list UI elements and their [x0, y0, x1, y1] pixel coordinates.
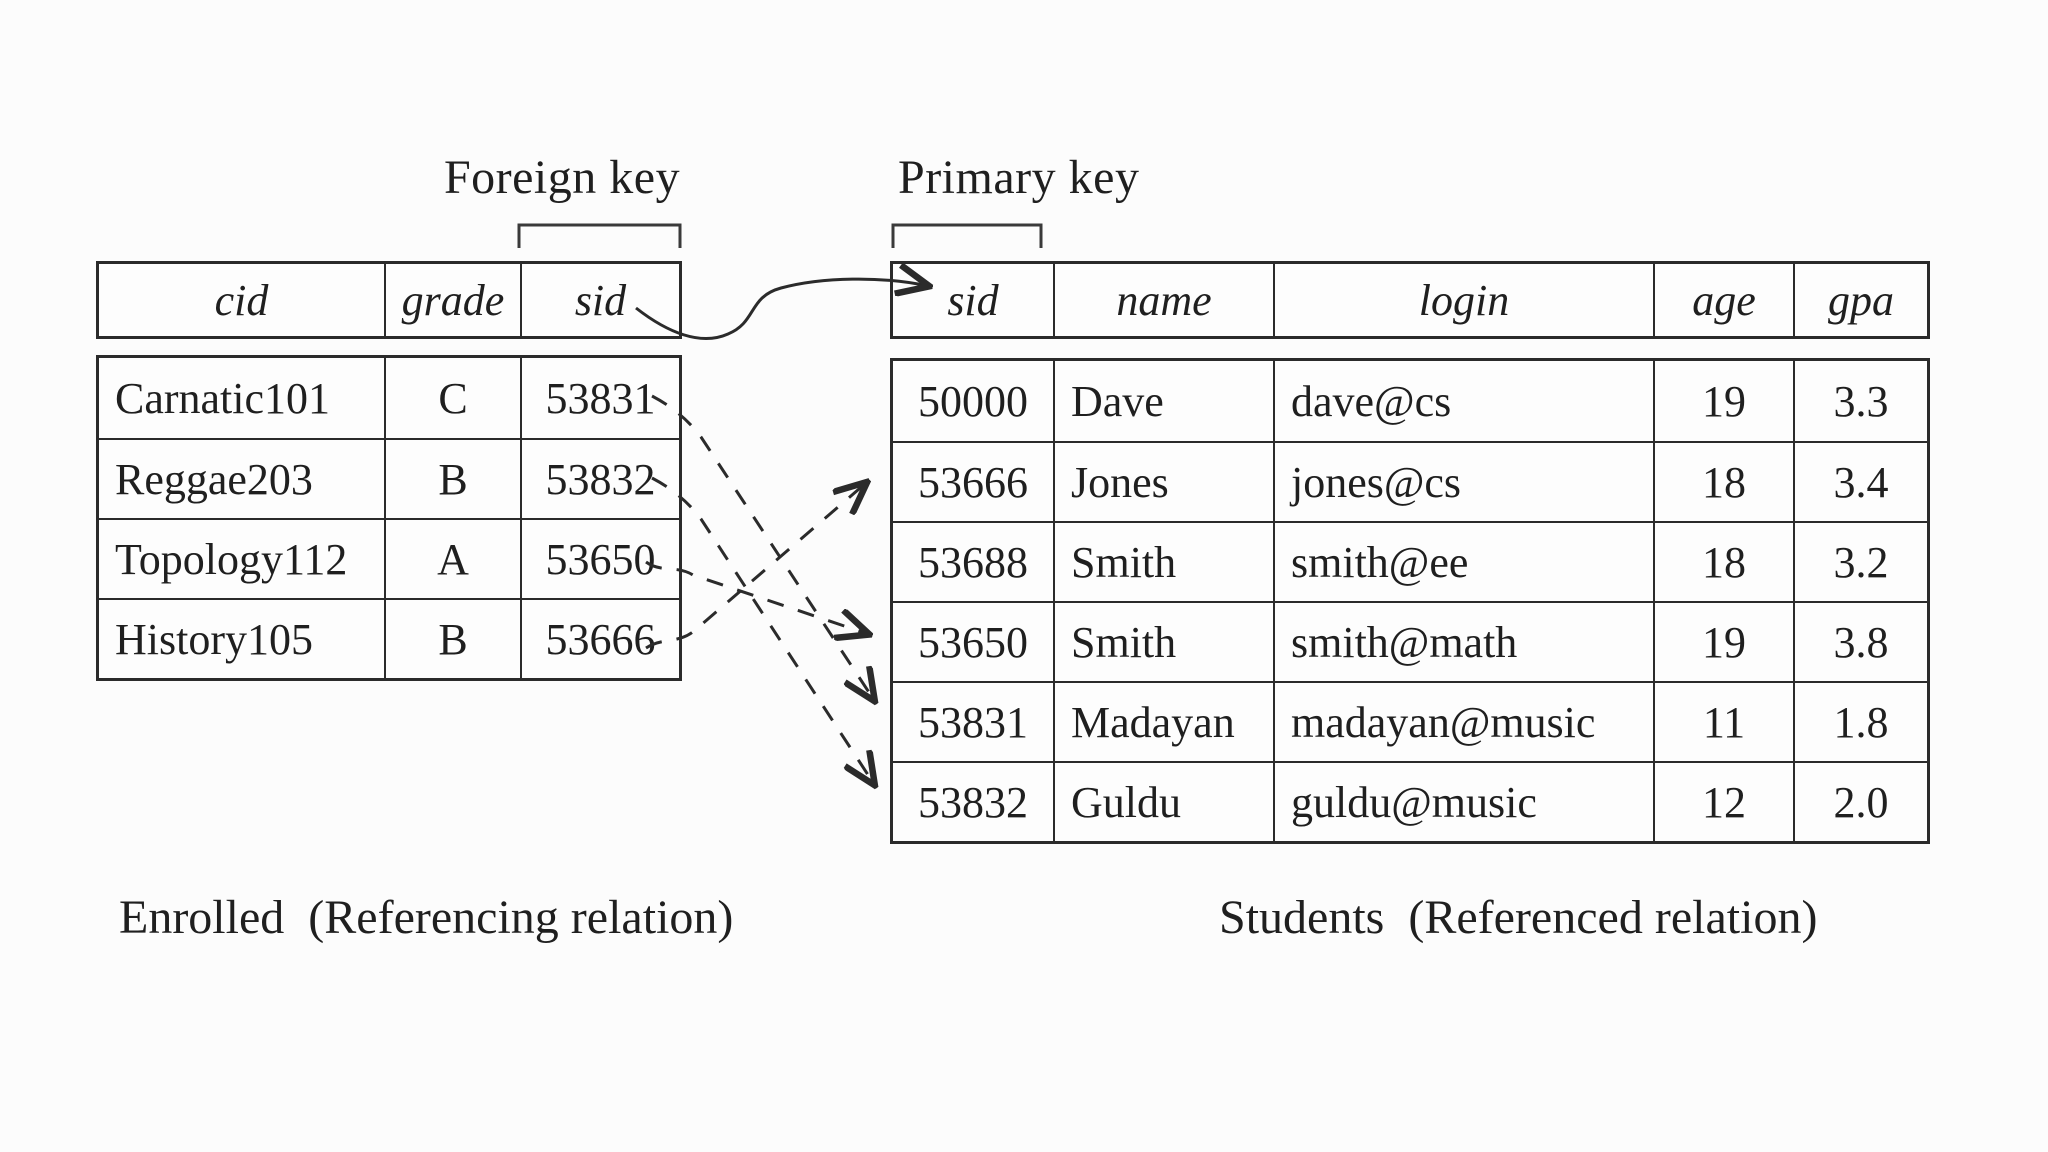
students-cell-name: Dave	[1053, 361, 1273, 441]
students-col-login: login	[1273, 264, 1653, 336]
students-cell-sid: 53688	[893, 521, 1053, 601]
enrolled-cell-sid: 53832	[520, 438, 679, 518]
students-cell-age: 18	[1653, 521, 1793, 601]
enrolled-cell-cid: History105	[99, 598, 384, 678]
enrolled-table-body: Carnatic101 C 53831 Reggae203 B 53832 To…	[96, 355, 682, 681]
students-cell-login: jones@cs	[1273, 441, 1653, 521]
enrolled-cell-sid: 53650	[520, 518, 679, 598]
enrolled-cell-grade: C	[384, 358, 520, 438]
dashed-arrow-53831	[651, 394, 874, 700]
students-cell-login: guldu@music	[1273, 761, 1653, 841]
students-cell-name: Smith	[1053, 601, 1273, 681]
enrolled-cell-sid: 53831	[520, 358, 679, 438]
students-cell-name: Smith	[1053, 521, 1273, 601]
students-cell-gpa: 2.0	[1793, 761, 1927, 841]
students-cell-sid: 53832	[893, 761, 1053, 841]
students-cell-login: smith@ee	[1273, 521, 1653, 601]
students-cell-age: 19	[1653, 601, 1793, 681]
enrolled-cell-cid: Topology112	[99, 518, 384, 598]
students-cell-age: 12	[1653, 761, 1793, 841]
students-col-age: age	[1653, 264, 1793, 336]
students-cell-name: Guldu	[1053, 761, 1273, 841]
enrolled-col-grade: grade	[384, 264, 520, 336]
enrolled-col-cid: cid	[214, 275, 269, 325]
enrolled-cell-cid: Carnatic101	[115, 373, 331, 423]
students-cell-login: smith@math	[1273, 601, 1653, 681]
students-cell-age: 19	[1653, 361, 1793, 441]
dashed-arrow-53832	[651, 476, 874, 784]
students-cell-gpa: 3.8	[1793, 601, 1927, 681]
primary-key-bracket	[891, 223, 1043, 248]
enrolled-cell-grade: A	[384, 518, 520, 598]
students-col-gpa: gpa	[1793, 264, 1927, 336]
students-cell-age: 11	[1653, 681, 1793, 761]
students-caption: Students (Referenced relation)	[1219, 891, 1818, 944]
students-cell-sid: 53650	[893, 601, 1053, 681]
enrolled-col-sid: sid	[520, 264, 679, 336]
enrolled-cell-cid: Reggae203	[99, 438, 384, 518]
students-cell-gpa: 3.2	[1793, 521, 1927, 601]
students-cell-gpa: 3.3	[1793, 361, 1927, 441]
enrolled-cell-sid: 53666	[520, 598, 679, 678]
students-cell-age: 18	[1653, 441, 1793, 521]
students-cell-sid: 53666	[893, 441, 1053, 521]
students-cell-login: madayan@music	[1273, 681, 1653, 761]
students-cell-gpa: 3.4	[1793, 441, 1927, 521]
students-cell-name: Jones	[1053, 441, 1273, 521]
students-cell-name: Madayan	[1053, 681, 1273, 761]
enrolled-cell-grade: B	[384, 438, 520, 518]
primary-key-label: Primary key	[898, 151, 1140, 204]
students-table-body: 50000 Dave dave@cs 19 3.3 53666 Jones jo…	[890, 358, 1930, 844]
foreign-key-bracket	[517, 223, 682, 248]
enrolled-caption: Enrolled (Referencing relation)	[119, 891, 734, 944]
students-cell-sid: 53831	[893, 681, 1053, 761]
foreign-key-label: Foreign key	[443, 151, 681, 204]
enrolled-table-header: cid grade sid	[96, 261, 682, 339]
students-cell-login: dave@cs	[1273, 361, 1653, 441]
students-cell-gpa: 1.8	[1793, 681, 1927, 761]
students-col-sid: sid	[947, 275, 999, 325]
students-col-name: name	[1053, 264, 1273, 336]
students-cell-sid: 50000	[918, 376, 1028, 426]
enrolled-cell-grade: B	[384, 598, 520, 678]
students-table-header: sid name login age gpa	[890, 261, 1930, 339]
